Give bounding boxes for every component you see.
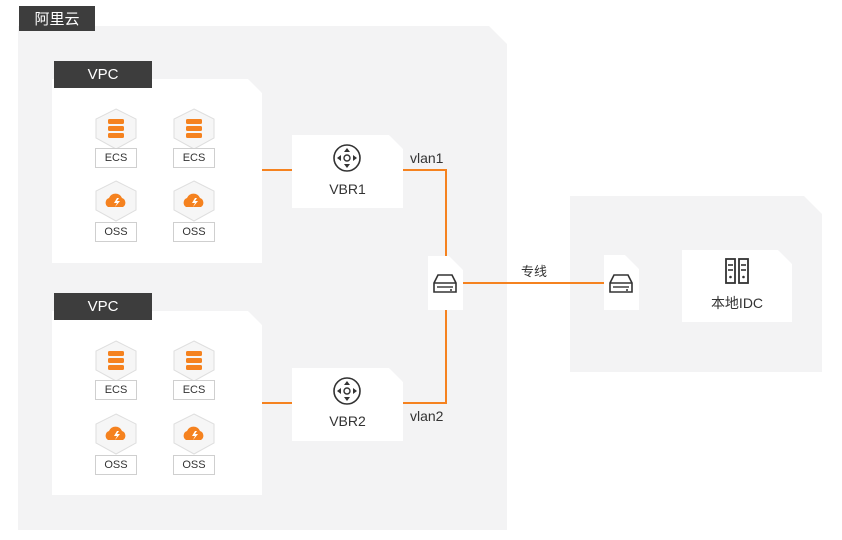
idc-label: 本地IDC [710, 295, 764, 311]
server-rack-icon [725, 258, 749, 284]
aliyun-title-tag: 阿里云 [19, 6, 95, 31]
vpc-card-2 [52, 311, 262, 495]
router-icon [333, 144, 361, 172]
oss-label: OSS [95, 222, 137, 242]
oss-icon [95, 413, 137, 455]
oss-label: OSS [173, 455, 215, 475]
access-point-icon [609, 274, 633, 293]
vpc-card-1 [52, 79, 262, 263]
oss-label: OSS [95, 455, 137, 475]
vpc-title-tag-2: VPC [54, 293, 152, 320]
oss-icon [173, 180, 215, 222]
dedicated-line-label: 专线 [521, 264, 548, 279]
vbr1-to-gateway-line [403, 169, 447, 256]
ecs-icon [173, 108, 215, 150]
ecs-icon [173, 340, 215, 382]
vbr1-label: VBR1 [329, 181, 366, 197]
ecs-label: ECS [95, 380, 137, 400]
vpc-title-tag-1: VPC [54, 61, 152, 88]
oss-label: OSS [173, 222, 215, 242]
oss-icon [173, 413, 215, 455]
access-point-icon [433, 274, 457, 293]
ecs-icon [95, 108, 137, 150]
vbr2-to-gateway-line [403, 310, 447, 404]
ecs-icon [95, 340, 137, 382]
idc-card [682, 250, 792, 322]
ecs-label: ECS [95, 148, 137, 168]
ecs-label: ECS [173, 148, 215, 168]
vbr2-label: VBR2 [329, 413, 366, 429]
router-icon [333, 377, 361, 405]
oss-icon [95, 180, 137, 222]
vlan1-label: vlan1 [410, 150, 444, 166]
vlan2-label: vlan2 [410, 408, 444, 424]
ecs-label: ECS [173, 380, 215, 400]
